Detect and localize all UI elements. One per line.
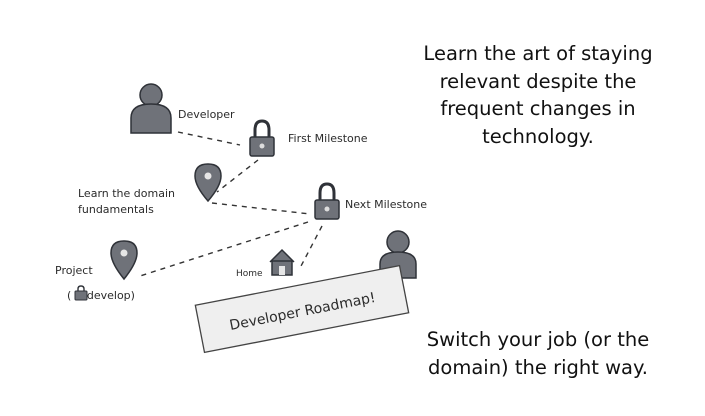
home-icon [269, 248, 295, 276]
path-next-to-home [299, 225, 323, 269]
tagline-bottom-line-1: Switch your job (or the [426, 328, 650, 351]
path-learn-to-next [211, 202, 311, 215]
path-first-to-learn [216, 159, 259, 193]
label-first-milestone: First Milestone [288, 132, 368, 145]
lock-icon [314, 182, 340, 220]
map-pin-icon [110, 240, 138, 281]
label-developer: Developer [178, 108, 235, 121]
tagline-top-line-1: Learn the art of staying [423, 42, 653, 65]
label-learn-domain-2: fundamentals [78, 203, 154, 216]
tagline-top: Learn the art of staying relevant despit… [388, 40, 688, 151]
label-project: Project [55, 264, 93, 277]
roadmap-sign: Developer Roadmap! [194, 264, 410, 354]
developer-person-icon [130, 83, 172, 134]
lock-icon [249, 119, 275, 157]
tagline-bottom-line-2: domain) the right way. [428, 355, 648, 379]
label-learn-domain-1: Learn the domain [78, 187, 175, 200]
tagline-top-line-2: relevant despite the [439, 69, 637, 93]
small-lock-icon [74, 285, 88, 301]
label-home: Home [236, 269, 263, 279]
map-pin-icon [194, 163, 222, 203]
dashed-paths [139, 131, 323, 277]
tagline-top-line-3: frequent changes in [440, 97, 636, 121]
tagline-top-line-4: technology. [482, 125, 594, 149]
path-developer-to-first [177, 131, 241, 146]
tagline-bottom: Switch your job (or the domain) the righ… [388, 326, 688, 381]
label-next-milestone: Next Milestone [345, 198, 427, 211]
